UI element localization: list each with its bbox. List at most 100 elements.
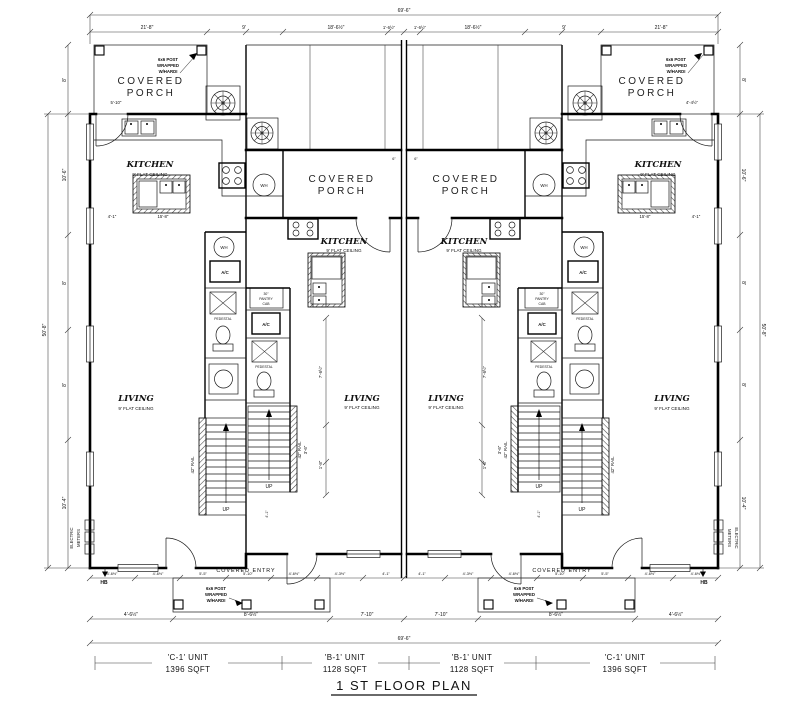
ceiling-note: 9' FLAT CEILING	[326, 248, 362, 253]
dim-label: 1'-6½"	[383, 25, 396, 30]
dim-label: 69'-6"	[398, 636, 411, 642]
room-label-covered-entry: COVERED ENTRY	[532, 568, 591, 574]
room-label-covered-porch: PORCH	[127, 88, 176, 99]
dim-label: 7'-10"	[361, 612, 374, 618]
dim-label: 10'-4"	[740, 497, 746, 510]
pantry-label: PANTRY	[259, 297, 273, 301]
rail-note: 42" RAIL	[297, 441, 302, 459]
dim-label: 8'	[740, 78, 746, 82]
electric-meters-note: METERS	[727, 529, 732, 547]
dim-label: 4'-4½"	[686, 100, 699, 105]
room-label-living: LIVING	[427, 394, 464, 404]
dim-label: 8'	[62, 281, 68, 285]
dim-label: 21'-8"	[141, 25, 154, 31]
unit-schedule	[94, 656, 716, 670]
dim-label: 7'-6½"	[318, 365, 323, 378]
dim-label: 18'-6½"	[465, 24, 482, 31]
left-half-geometry	[83, 43, 403, 614]
stair-up-label: UP	[579, 507, 587, 513]
post-note: WRAPPED	[157, 63, 179, 68]
room-label-kitchen: KITCHEN	[440, 237, 489, 247]
water-heater-label: WH	[260, 183, 267, 188]
stair-up-label: UP	[536, 484, 544, 490]
pantry-label: CAB	[263, 302, 271, 306]
post-note: 6x6 POST	[666, 57, 686, 62]
dim-label: 4'-1"	[537, 510, 541, 518]
room-label-covered-porch: PORCH	[628, 88, 677, 99]
ceiling-note: 9' FLAT CEILING	[344, 405, 380, 410]
post-note: WRAPPED	[513, 592, 535, 597]
post-note: W/HARDI	[159, 69, 178, 74]
post-note: 6x6 POST	[206, 586, 226, 591]
dim-label: 1'-8"	[318, 460, 323, 469]
hose-bib-label: HB	[100, 580, 108, 586]
dim-label: 9'	[242, 25, 246, 31]
dim-label: 8'-6½"	[244, 611, 258, 618]
electric-meters-note: METERS	[76, 529, 81, 547]
room-label-living: LIVING	[653, 394, 690, 404]
ceiling-note: 9' FLAT CEILING	[428, 405, 464, 410]
ceiling-note: 9' FLAT CEILING	[446, 248, 482, 253]
dim-label: 4'-3½"	[335, 572, 346, 576]
room-label-covered-entry: COVERED ENTRY	[216, 568, 275, 574]
dim-label: 4'-6½"	[509, 572, 520, 576]
dim-label: 9'	[562, 25, 566, 31]
center-party-wall	[400, 40, 408, 578]
room-label-kitchen: KITCHEN	[126, 160, 175, 170]
ac-label: A/C	[221, 270, 228, 275]
ac-label: A/C	[579, 270, 586, 275]
dimension-lines	[44, 11, 764, 647]
right-half-geometry	[405, 43, 725, 614]
electric-meters-note: ELECTRIC	[69, 527, 74, 548]
rail-note: 42" RAIL	[190, 456, 195, 474]
unit-name: 'C-1' UNIT	[168, 653, 209, 662]
dim-label: 5'-5"	[199, 572, 207, 576]
pedestal-label: PEDESTAL	[255, 365, 273, 369]
water-heater-label: WH	[540, 183, 547, 188]
pantry-label: CAB	[539, 302, 547, 306]
dim-label: 8'-6½"	[549, 611, 563, 618]
pantry-label: PANTRY	[535, 297, 549, 301]
pantry-label: 30"	[264, 292, 270, 296]
unit-name: 'B-1' UNIT	[452, 653, 492, 662]
dim-label: 4'-6½"	[107, 572, 118, 576]
dim-label: 50'-8"	[760, 324, 766, 337]
unit-name: 'C-1' UNIT	[605, 653, 646, 662]
post-note: WRAPPED	[665, 63, 687, 68]
dim-label: 1'-8"	[482, 460, 487, 469]
rail-note: 42" RAIL	[503, 441, 508, 459]
room-label-covered-porch: COVERED	[433, 174, 500, 185]
pedestal-label: PEDESTAL	[214, 317, 232, 321]
dim-label: 3'-6"	[497, 445, 502, 454]
dim-label: 4'-6½"	[669, 611, 683, 618]
room-label-covered-porch: PORCH	[442, 186, 491, 197]
dim-label: 4'-3½"	[463, 572, 474, 576]
dim-label: 5'-10"	[243, 572, 253, 576]
dim-label: 8'	[62, 78, 68, 82]
dim-label: 5'-10"	[111, 100, 122, 105]
water-heater-label: WH	[580, 245, 587, 250]
room-label-kitchen: KITCHEN	[320, 237, 369, 247]
ceiling-note: 9' FLAT CEILING	[118, 406, 154, 411]
post-note: W/HARDI	[207, 598, 226, 603]
dim-label: 50'-8"	[42, 323, 48, 336]
dim-label: 18'-6½"	[328, 24, 345, 31]
pedestal-label: PEDESTAL	[535, 365, 553, 369]
dim-label: 8'	[740, 281, 746, 285]
ceiling-note: 9' FLAT CEILING	[132, 172, 168, 177]
dim-label: 7'-6½"	[482, 365, 487, 378]
dim-label: 3'-6"	[303, 445, 308, 454]
rail-note: 42" RAIL	[610, 456, 615, 474]
dim-label: 21'-8"	[655, 25, 668, 31]
dim-label: 6"	[414, 157, 418, 161]
dim-label: 4'-6½"	[124, 611, 138, 618]
dim-label: 10'-6"	[62, 168, 68, 181]
ac-label: A/C	[538, 322, 545, 327]
ac-label: A/C	[262, 322, 269, 327]
pantry-label: 30"	[540, 292, 546, 296]
dim-label: 10'-4"	[62, 496, 68, 509]
dim-label: 7'-10"	[435, 612, 448, 618]
electric-meters-note: ELECTRIC	[734, 527, 739, 548]
post-note: WRAPPED	[205, 592, 227, 597]
